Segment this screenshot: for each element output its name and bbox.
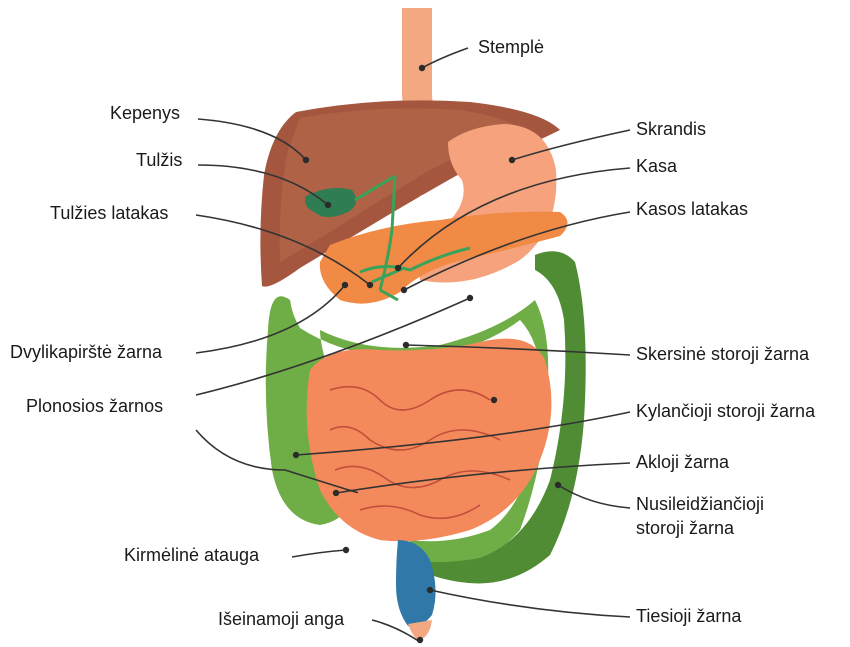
label-skersine: Skersinė storoji žarna bbox=[636, 344, 810, 364]
dot-dvylikapirste bbox=[342, 282, 348, 288]
label-iseinamoji: Išeinamoji anga bbox=[218, 609, 345, 629]
label-tulzies-latakas: Tulžies latakas bbox=[50, 203, 168, 223]
dot-akloji bbox=[333, 490, 339, 496]
label-nusileidz-2: storoji žarna bbox=[636, 518, 735, 538]
leader-kirmeline bbox=[292, 550, 346, 557]
dot-kepenys bbox=[303, 157, 309, 163]
dot-plonosios-2 bbox=[491, 397, 497, 403]
dot-skersine bbox=[403, 342, 409, 348]
dot-iseinamoji bbox=[417, 637, 423, 643]
label-dvylikapirste: Dvylikapirštė žarna bbox=[10, 342, 163, 362]
label-kepenys: Kepenys bbox=[110, 103, 180, 123]
label-kirmeline: Kirmėlinė atauga bbox=[124, 545, 260, 565]
label-akloji: Akloji žarna bbox=[636, 452, 730, 472]
dot-tulzis bbox=[325, 202, 331, 208]
label-tulzis: Tulžis bbox=[136, 150, 182, 170]
label-stemple: Stemplė bbox=[478, 37, 544, 57]
label-tiesioji: Tiesioji žarna bbox=[636, 606, 742, 626]
label-skrandis: Skrandis bbox=[636, 119, 706, 139]
dot-stemple bbox=[419, 65, 425, 71]
dot-nusileidz bbox=[555, 482, 561, 488]
dot-kasa bbox=[395, 265, 401, 271]
label-kasa: Kasa bbox=[636, 156, 678, 176]
dot-tiesioji bbox=[427, 587, 433, 593]
dot-tulzies-latakas bbox=[367, 282, 373, 288]
dot-plonosios bbox=[467, 295, 473, 301]
label-nusileidz-1: Nusileidžiančioji bbox=[636, 494, 764, 514]
leader-tiesioji bbox=[430, 590, 630, 617]
dot-kasos-latakas bbox=[401, 287, 407, 293]
label-plonosios: Plonosios žarnos bbox=[26, 396, 163, 416]
label-kasos-latakas: Kasos latakas bbox=[636, 199, 748, 219]
label-kylancioji: Kylančioji storoji žarna bbox=[636, 401, 816, 421]
dot-skrandis bbox=[509, 157, 515, 163]
dot-kylancioji bbox=[293, 452, 299, 458]
digestive-organs-illustration bbox=[260, 8, 585, 640]
dot-kirmeline bbox=[343, 547, 349, 553]
